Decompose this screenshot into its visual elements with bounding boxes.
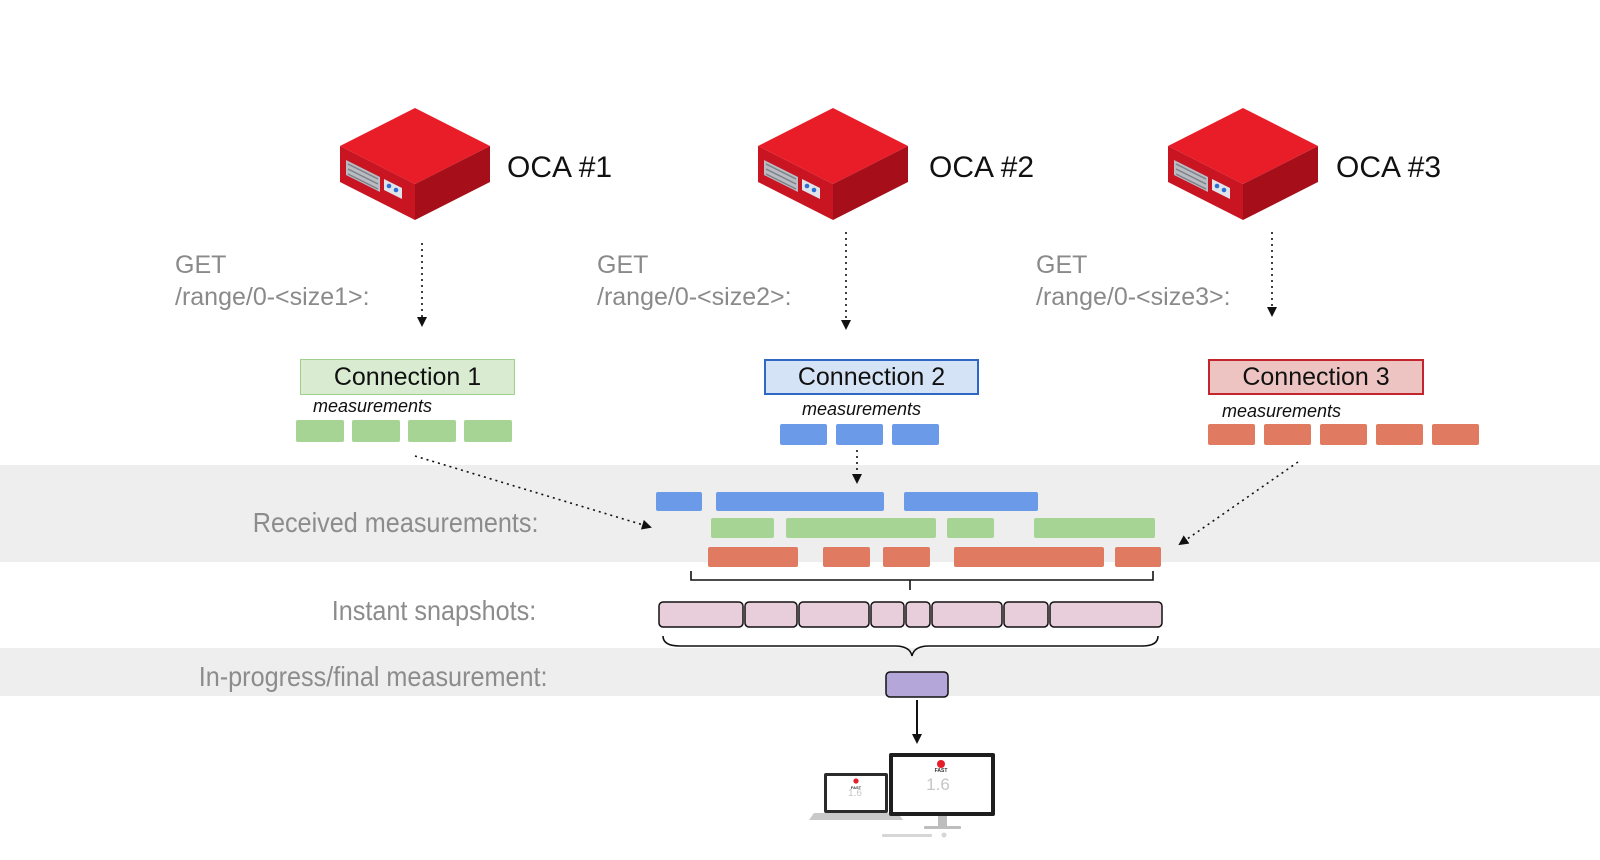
received-measurement [954,547,1104,567]
monitor-brand: FAST [935,768,948,774]
get-method: GET [597,251,649,279]
measurement-chip [352,420,400,442]
monitor-speed-reading: 1.6 [926,775,950,794]
get-range: /range/0-<size2>: [597,283,792,311]
measurement-chip [408,420,456,442]
snapshot-box [798,601,870,628]
get-method: GET [1036,251,1088,279]
received-measurement [708,547,798,567]
measurement-chip [892,424,939,445]
merge-arrow [414,455,652,530]
final-measurement-box [885,671,949,698]
received-measurement [883,547,930,567]
connection-box: Connection 2 [764,359,979,395]
get-method: GET [175,251,227,279]
laptop-brand: FAST [851,785,862,790]
server-icon [758,108,908,220]
server-label: OCA #1 [507,151,613,184]
received-measurements-label: Received measurements: [252,507,538,538]
monitor-icon [882,753,995,838]
snapshot-box [1049,601,1163,628]
connection-box: Connection 1 [300,359,515,395]
measurement-chip [296,420,344,442]
received-band [0,465,1600,562]
received-measurement [823,547,870,567]
measurements-label: measurements [313,396,433,416]
get-range: /range/0-<size3>: [1036,283,1231,311]
laptop-icon [809,773,903,820]
measurements-label: measurements [1222,401,1342,421]
received-measurement [786,518,936,538]
received-measurement [1115,547,1161,567]
received-measurement [1034,518,1155,538]
snapshot-box [905,601,931,628]
get-request-text: GET /range/0-<size2>: [597,249,792,313]
merge-arrow [1178,461,1299,546]
server-icon [340,108,490,220]
measurements-label: measurements [802,399,922,419]
connection-box: Connection 3 [1208,359,1424,395]
get-request-text: GET /range/0-<size1>: [175,249,370,313]
final-measurement-label: In-progress/final measurement: [199,661,548,692]
final-band [0,648,1600,696]
received-bracket [690,571,1154,590]
snapshot-box [658,601,744,628]
server-icon [1168,108,1318,220]
snapshot-box [1003,601,1049,628]
laptop-speed-reading: 1.6 [848,788,862,799]
server-label: OCA #2 [929,151,1035,184]
received-measurement [656,492,702,511]
snapshot-brace [662,635,1159,657]
instant-snapshots-label: Instant snapshots: [331,595,536,626]
measurement-chip [1208,424,1255,445]
measurement-chip [464,420,512,442]
measurement-chip [1432,424,1479,445]
get-range: /range/0-<size1>: [175,283,370,311]
get-request-text: GET /range/0-<size3>: [1036,249,1231,313]
server-label: OCA #3 [1336,151,1442,184]
snapshot-box [744,601,798,628]
measurement-chip [1264,424,1311,445]
snapshot-box [870,601,905,628]
measurement-chip [780,424,827,445]
measurement-chip [1376,424,1423,445]
measurement-chip [1320,424,1367,445]
received-measurement [711,518,774,538]
measurement-chip [836,424,883,445]
received-measurement [904,492,1038,511]
received-measurement [716,492,884,511]
snapshot-box [931,601,1003,628]
received-measurement [947,518,994,538]
